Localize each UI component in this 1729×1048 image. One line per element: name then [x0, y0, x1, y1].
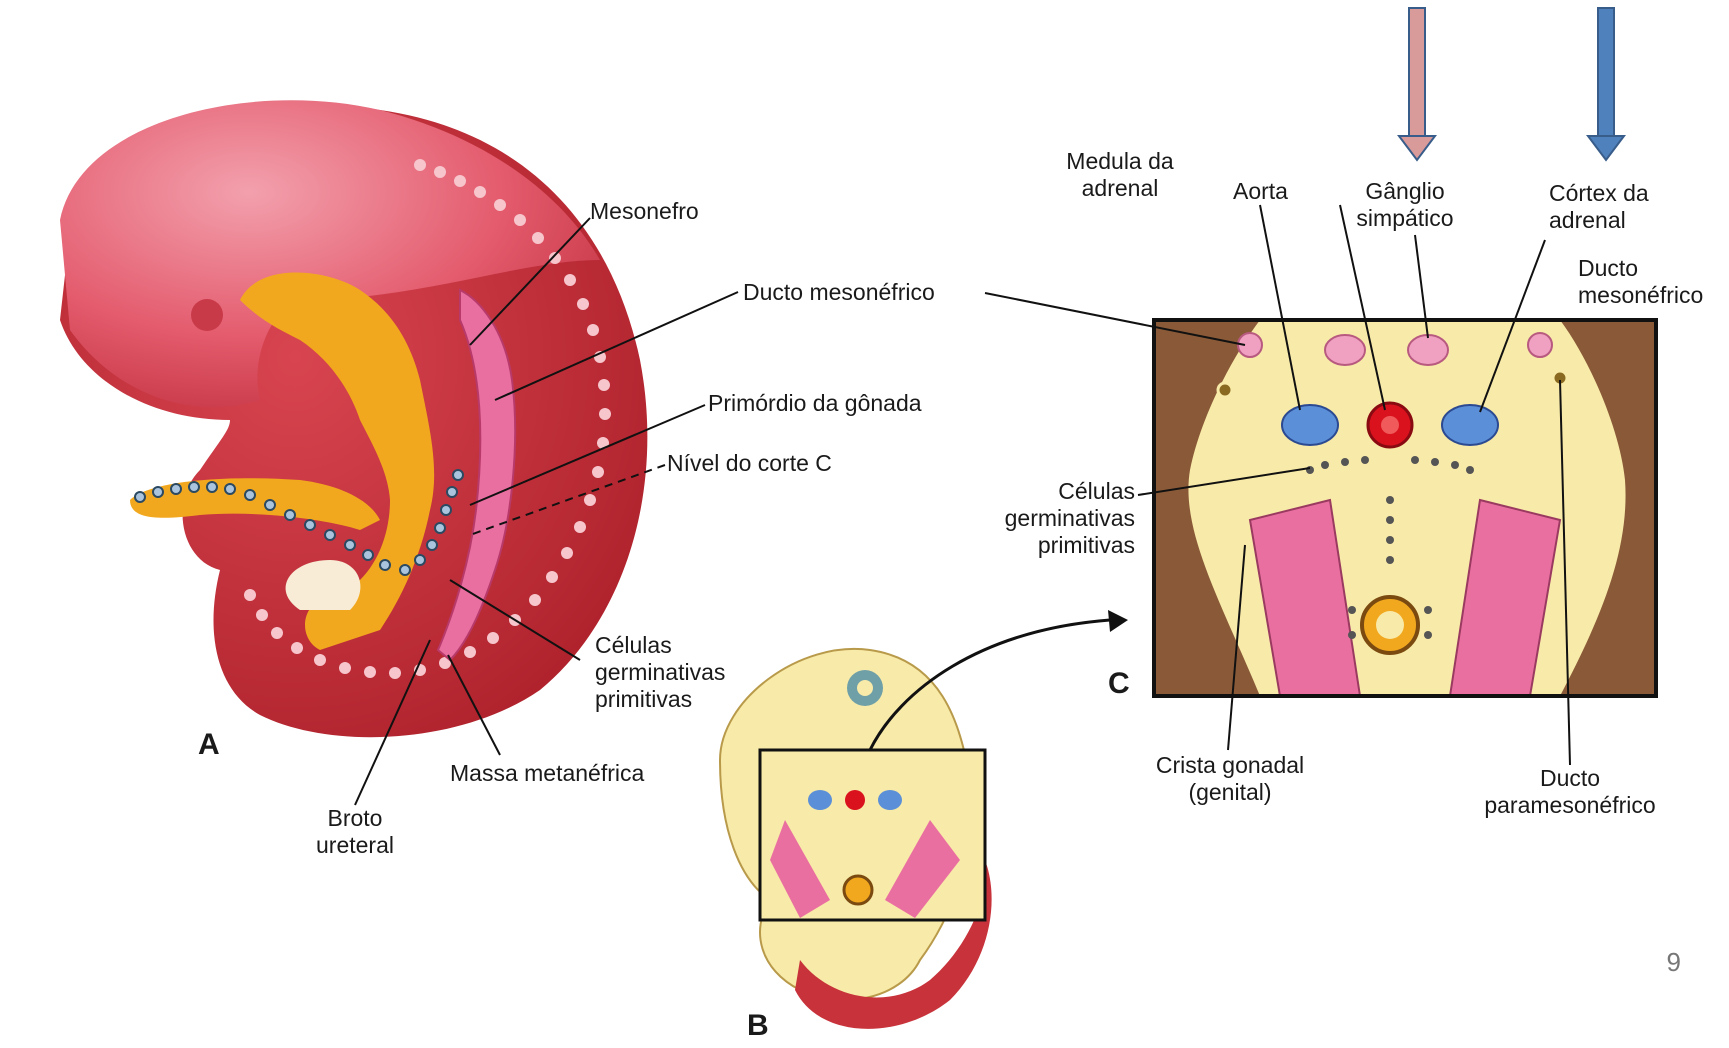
label-cortex: Córtex da adrenal	[1549, 180, 1649, 234]
arrow-ganglio-icon	[1399, 8, 1435, 160]
label-broto: Broto ureteral	[305, 805, 405, 859]
label-medula: Medula da adrenal	[1040, 148, 1200, 202]
page-number: 9	[1667, 947, 1681, 978]
arrow-cortex-icon	[1588, 8, 1624, 160]
panel-c-letter: C	[1108, 670, 1130, 697]
panel-a-letter: A	[198, 731, 220, 758]
label-nivel-corte: Nível do corte C	[667, 450, 832, 477]
label-ducto-para: Ducto paramesonéfrico	[1470, 765, 1670, 819]
label-primordio: Primórdio da gônada	[708, 390, 922, 417]
medulla-adrenal-l	[1282, 405, 1338, 445]
panel-b-letter: B	[747, 1012, 769, 1039]
label-ganglio: Gânglio simpático	[1335, 178, 1475, 232]
label-celulas-c: Células germinativas primitivas	[950, 478, 1135, 559]
label-celulas-a: Células germinativas primitivas	[595, 632, 725, 713]
label-crista: Crista gonadal (genital)	[1130, 752, 1330, 806]
label-ducto-mesonefrico: Ducto mesonéfrico	[743, 279, 935, 306]
eye-spot	[191, 299, 223, 331]
label-mesonefro: Mesonefro	[590, 198, 699, 225]
label-aorta: Aorta	[1233, 178, 1288, 205]
panel-b-section	[720, 610, 1128, 1029]
medulla-adrenal-r	[1442, 405, 1498, 445]
label-ducto-meso-c: Ducto mesonéfrico	[1578, 255, 1703, 309]
label-massa: Massa metanéfrica	[450, 760, 644, 787]
